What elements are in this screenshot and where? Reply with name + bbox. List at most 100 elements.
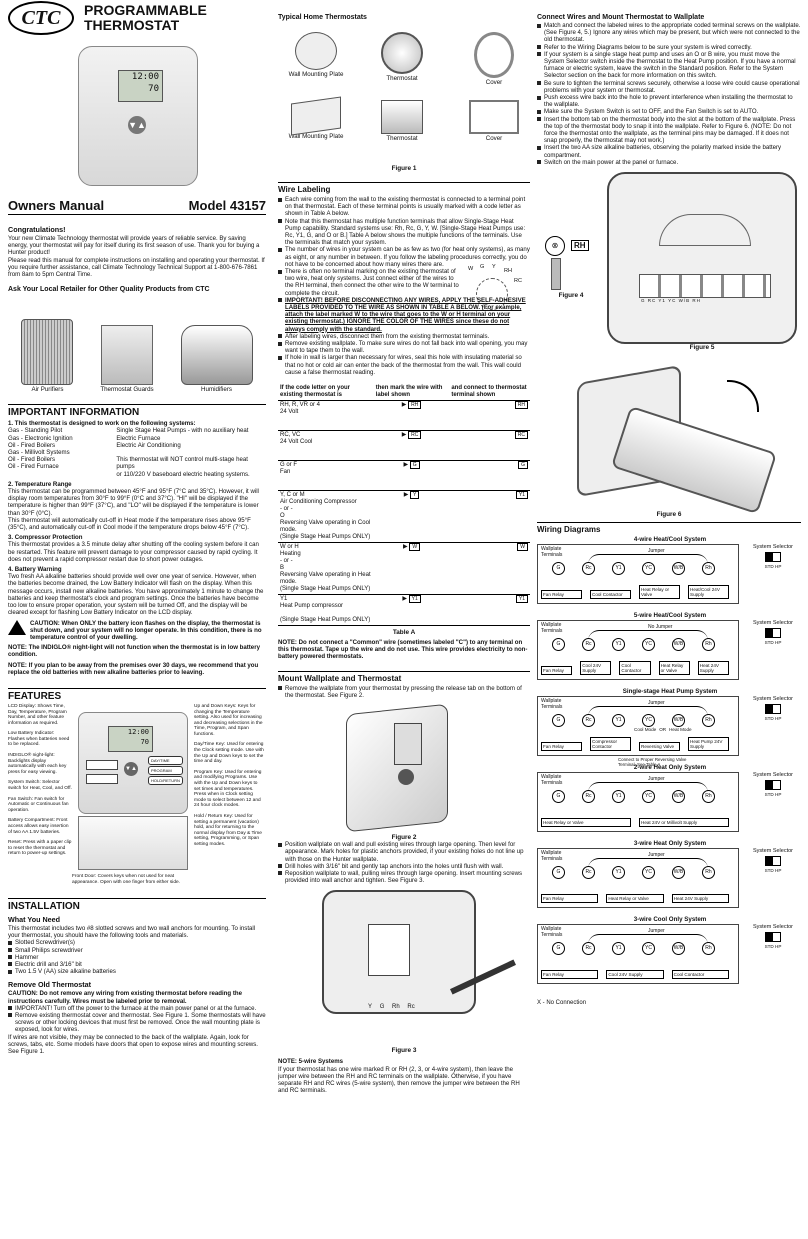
rh-terminal-closeup: ⊗ RH (541, 232, 601, 292)
terminal-rc: Rc (582, 638, 595, 652)
wire-bundle-icon: W G Y RH RC (466, 264, 530, 314)
device-box: Cool 24V Supply (606, 970, 664, 980)
wire-labeling-heading: Wire Labeling (278, 182, 530, 194)
device-box: Cool Contactor (619, 661, 651, 676)
jumper-wire (588, 934, 708, 945)
device-box: Heat 24V Supply (697, 661, 729, 676)
remove-old-title: Remove Old Thermostat (8, 980, 92, 990)
air-purifier-image (21, 319, 74, 386)
intro-p2: Please read this manual for complete ins… (8, 256, 265, 279)
figure1: Wall Mounting Plate Thermostat Cover Wal… (278, 22, 530, 172)
jumper-wire (588, 706, 708, 717)
device-box: Fan Relay (541, 742, 582, 752)
model-number: Model 43157 (188, 198, 266, 213)
day-time-key[interactable]: DAY/TIME (148, 755, 183, 765)
terminal-g: G (552, 866, 565, 880)
jumper-wire (588, 782, 708, 793)
installation-heading: INSTALLATION (8, 897, 266, 912)
product-air-purifiers: Air Purifiers (31, 386, 64, 394)
rect-cover-icon (469, 100, 519, 134)
selector-switch-icon (765, 932, 781, 943)
selector-switch-icon (765, 628, 781, 639)
terminal-rc: Rc (582, 942, 595, 956)
table-a: If the code letter on your existing ther… (278, 384, 530, 627)
table-row: Y, C or M Air Conditioning Compressor - … (278, 490, 530, 544)
product-humidifiers: Humidifiers (201, 386, 232, 394)
remove-list: IMPORTANT! Turn off the power to the fur… (8, 1005, 266, 1034)
figure2: Figure 2 (278, 699, 530, 841)
wiring-diagram-title: 3-wire Cool Only System (633, 916, 707, 924)
program-key[interactable]: PROGRAM (148, 765, 183, 775)
what-you-need-text: This thermostat includes two #8 slotted … (8, 924, 256, 940)
terminal-g: G (552, 714, 565, 728)
terminal-yc: YC (642, 562, 655, 576)
column-right: Connect Wires and Mount Thermostat to Wa… (537, 0, 801, 1239)
jumper-label: Jumper (648, 548, 665, 555)
warning-triangle-icon (8, 619, 26, 635)
column-middle: Typical Home Thermostats Wall Mounting P… (278, 0, 530, 1239)
hold-return-key[interactable]: HOLD/RETURN (148, 775, 183, 785)
temp-range-text: This thermostat can be programmed betwee… (8, 488, 259, 517)
terminal-y1: Y1 (612, 790, 625, 804)
mount-list-2: Position wallplate on wall and pull exis… (278, 841, 530, 884)
device-box: Heat Relay or Valve (606, 894, 664, 904)
terminal-g: G (552, 562, 565, 576)
table-row: W or H Heating - or - B Reversing Valve … (278, 542, 530, 596)
terminal-yc: YC (642, 714, 655, 728)
device-box: Heat Relay or Valve (658, 661, 690, 676)
device-box: Fan Relay (541, 590, 582, 600)
terminal-rc: Rc (582, 714, 595, 728)
device-box: Reversing Valve (639, 742, 680, 752)
device-box: Fan Relay (541, 666, 573, 676)
selector-switch-icon (765, 780, 781, 791)
jumper-label: Jumper (648, 776, 665, 783)
five-wire-note-title: NOTE: 5-wire Systems (278, 1058, 344, 1066)
wallplate-image: G RC Y1 YC W/B RH (607, 172, 797, 345)
release-tab-icon (398, 769, 414, 786)
table-row: G or F Fan ▶ G G (278, 460, 530, 492)
table-a-caption: Table A (392, 629, 416, 637)
wallplate-terminals-label: Wallplate Terminals (541, 622, 563, 634)
temp-range-text2: This thermostat will automatically cut-o… (8, 516, 251, 532)
device-box: Heat 24V or Millivolt Supply (639, 818, 729, 828)
terminal-yc: YC (642, 790, 655, 804)
wallplate-terminals-label: Wallplate Terminals (541, 850, 563, 862)
device-box: Heat Relay or Valve (541, 818, 631, 828)
mounting-plate-icon (295, 32, 337, 70)
wallplate-terminals-label: Wallplate Terminals (541, 698, 563, 710)
device-box: Heat 24V Supply (671, 894, 729, 904)
typical-heading: Typical Home Thermostats (278, 14, 367, 21)
terminal-rc: Rc (582, 866, 595, 880)
five-wire-note-text: If your thermostat has one wire marked R… (278, 1065, 520, 1095)
terminal-yc: YC (642, 866, 655, 880)
terminal-y1: Y1 (612, 714, 625, 728)
terminal-rh: Rh (702, 562, 715, 576)
terminal-w-b: W/B (672, 866, 685, 880)
jumper-wire (588, 554, 708, 565)
terminal-w-b: W/B (672, 790, 685, 804)
systems-list: Gas - Standing Pilot Gas - Electronic Ig… (8, 427, 250, 478)
wiring-diagram-title: 3-wire Heat Only System (633, 840, 707, 848)
thermostat-guard-image (100, 325, 153, 386)
wiring-diagram-title: 2-wire Heat Only System (633, 764, 707, 772)
wiring-heading: Wiring Diagrams (537, 522, 801, 534)
device-box: Cool Contactor (671, 970, 729, 980)
selector-switch-icon (765, 704, 781, 715)
mount-heading: Mount Wallplate and Thermostat (278, 670, 530, 683)
round-thermostat-icon (381, 32, 423, 74)
terminal-rc: Rc (582, 562, 595, 576)
remove-caution: CAUTION: Do not remove any wiring from e… (8, 990, 242, 1005)
